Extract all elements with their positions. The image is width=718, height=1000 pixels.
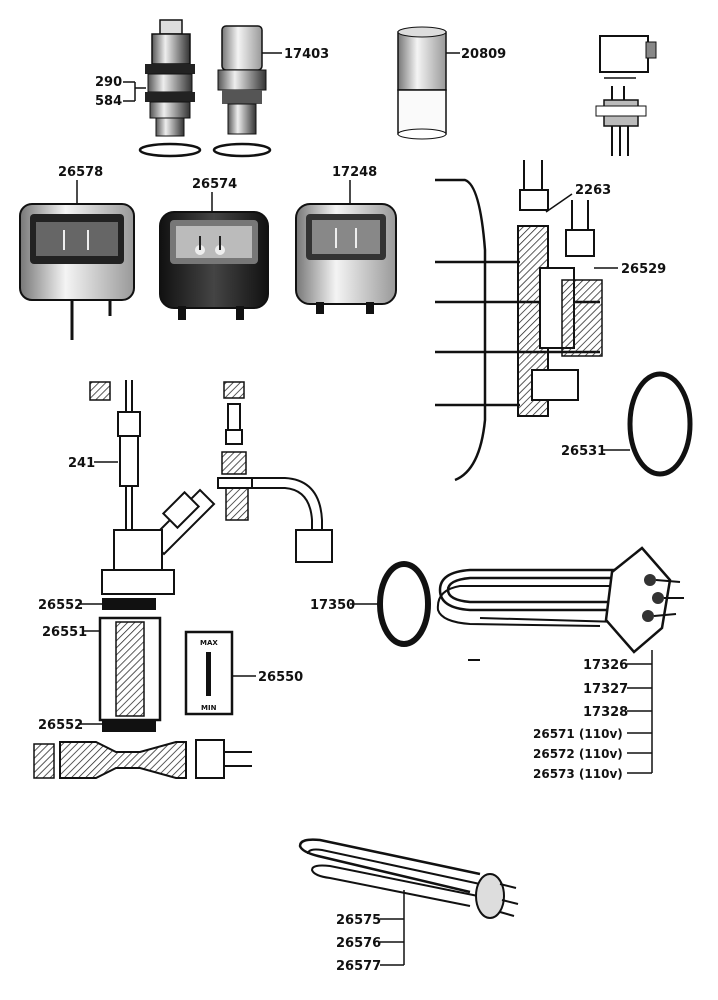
part-label-20809: 20809	[461, 47, 506, 62]
part-label-26574: 26574	[192, 177, 237, 192]
part-label-17248: 17248	[332, 165, 377, 180]
part-label-26575: 26575	[336, 913, 381, 928]
leader-17326-group	[627, 650, 653, 774]
oring-17350-part	[377, 561, 431, 647]
leader-290-584	[123, 81, 146, 102]
part-label-26576: 26576	[336, 936, 381, 951]
level-probe-assembly-part	[33, 380, 333, 779]
part-label-26577: 26577	[336, 959, 381, 974]
part-label-26529: 26529	[621, 262, 666, 277]
gauge-17248-part	[295, 203, 397, 314]
part-label-26572: 26572 (110v)	[533, 747, 623, 761]
gasket-26531-part	[627, 371, 693, 477]
fitting-17403-part	[212, 25, 272, 158]
part-label-26573: 26573 (110v)	[533, 767, 623, 781]
leader-2263	[545, 193, 573, 213]
part-label-17403: 17403	[284, 47, 329, 62]
part-label-26550: 26550	[258, 670, 303, 685]
part-label-17350: 17350	[310, 598, 355, 613]
part-label-17326: 17326	[583, 658, 628, 673]
part-label-2263: 2263	[575, 183, 611, 198]
part-label-17328: 17328	[583, 705, 628, 720]
gauge-26578-part	[19, 203, 135, 340]
boiler-section-part	[435, 160, 603, 482]
filter-20809-part	[397, 26, 447, 140]
part-label-26552-top: 26552	[38, 598, 83, 613]
part-label-290: 290	[95, 75, 122, 90]
sight-glass-min-label: MIN	[201, 704, 217, 712]
solenoid-connector-part	[595, 35, 657, 156]
part-label-584: 584	[95, 94, 122, 109]
pressure-switch-part	[138, 19, 202, 158]
leader-26575-group	[380, 890, 405, 966]
part-label-17327: 17327	[583, 682, 628, 697]
part-label-26578: 26578	[58, 165, 103, 180]
gauge-26574-part	[159, 211, 269, 320]
part-label-26551: 26551	[42, 625, 87, 640]
part-label-26571: 26571 (110v)	[533, 727, 623, 741]
sight-glass-26550-part	[184, 630, 234, 716]
part-label-26531: 26531	[561, 444, 606, 459]
heating-element-26575-part	[298, 838, 519, 919]
heating-element-17326-part	[436, 546, 684, 661]
part-label-241: 241	[68, 456, 95, 471]
sight-glass-max-label: MAX	[200, 639, 218, 647]
part-label-26552-bottom: 26552	[38, 718, 83, 733]
